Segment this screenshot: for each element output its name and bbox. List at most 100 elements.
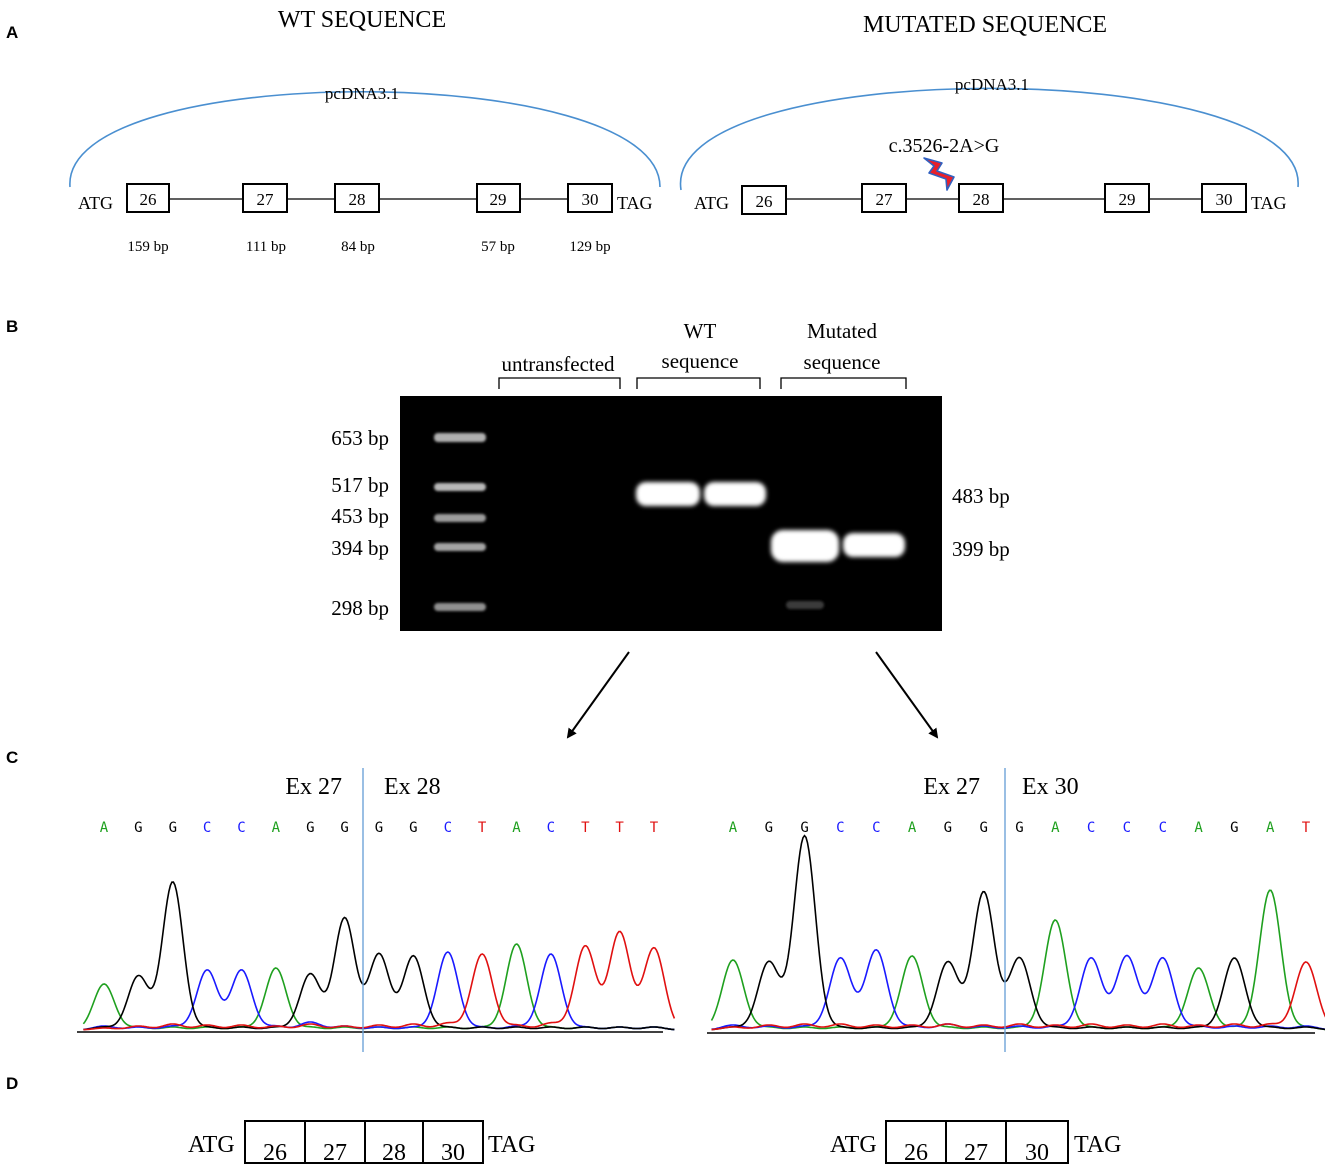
wt-transcript-stop-codon: TAG [488, 1132, 535, 1158]
base-call: C [1159, 820, 1167, 836]
wt-left-exon-label: Ex 27 [285, 774, 342, 800]
svg-text:29: 29 [1119, 190, 1136, 209]
base-call: A [512, 820, 521, 836]
bracket-mut [780, 377, 907, 389]
base-call: A [908, 820, 917, 836]
wt-bands [636, 482, 766, 506]
wt-exon-26: 26 [126, 183, 170, 213]
svg-text:28: 28 [382, 1140, 406, 1166]
svg-text:29: 29 [490, 190, 507, 209]
svg-text:30: 30 [1216, 190, 1233, 209]
ladder-label-453: 453 bp [331, 504, 389, 528]
svg-text:27: 27 [257, 190, 275, 209]
group-wt-label-1: WT [684, 319, 717, 343]
base-call: T [650, 820, 659, 836]
base-call: A [272, 820, 281, 836]
wt-transcript-exon-30: 30 [422, 1120, 484, 1166]
down-arrow-icon-right [875, 651, 939, 739]
exon-size-30: 129 bp [569, 239, 610, 255]
wt-transcript-exon-28: 28 [364, 1120, 424, 1166]
base-call: G [306, 820, 314, 836]
panel-a: WT SEQUENCE MUTATED SEQUENCE pcDNA3.1 AT… [69, 7, 1299, 255]
svg-text:28: 28 [349, 190, 366, 209]
mut-exon-26: 26 [741, 185, 787, 215]
base-call: C [1087, 820, 1095, 836]
base-call: A [1266, 820, 1275, 836]
mut-vector-label: pcDNA3.1 [955, 75, 1029, 94]
exon-size-29: 57 bp [481, 239, 515, 255]
base-call: G [800, 820, 808, 836]
panel-label-b: B [6, 317, 18, 336]
gel-image [400, 396, 942, 631]
panel-label-d: D [6, 1074, 18, 1093]
base-call: T [615, 820, 624, 836]
base-call: G [134, 820, 142, 836]
panel-label-c: C [6, 748, 18, 767]
base-call: G [765, 820, 773, 836]
ladder-label-394: 394 bp [331, 536, 389, 560]
trace-t [711, 961, 1325, 1031]
group-mut-label-1: Mutated [807, 319, 877, 343]
base-call: G [979, 820, 987, 836]
bracket-untransfected [498, 377, 621, 389]
svg-text:26: 26 [756, 192, 773, 211]
base-call: C [872, 820, 880, 836]
base-call: A [1194, 820, 1203, 836]
mut-transcript-exon-27: 27 [945, 1120, 1007, 1166]
svg-text:26: 26 [140, 190, 157, 209]
trace-g [711, 834, 1325, 1031]
base-call: G [1015, 820, 1023, 836]
mut-transcript-start-codon: ATG [830, 1132, 877, 1158]
mut-title: MUTATED SEQUENCE [863, 12, 1107, 38]
exon-size-26: 159 bp [127, 239, 168, 255]
mut-exon-28: 28 [958, 183, 1004, 213]
mut-exon-27: 27 [861, 183, 907, 213]
mut-right-exon-label: Ex 30 [1022, 774, 1079, 800]
svg-text:30: 30 [1025, 1140, 1049, 1166]
mut-traces [710, 834, 1325, 1031]
down-arrow-icon-left [566, 651, 630, 739]
wt-exon-28: 28 [334, 183, 380, 213]
band-label-483: 483 bp [952, 484, 1010, 508]
wt-vector-label: pcDNA3.1 [325, 84, 399, 103]
trace-g [83, 881, 675, 1031]
base-call: C [203, 820, 211, 836]
wt-construct: pcDNA3.1 ATG 26 27 28 29 [69, 84, 661, 255]
mut-transcript-exon-26: 26 [885, 1120, 947, 1166]
mut-transcript: ATG 26 27 30 TAG [830, 1120, 1121, 1166]
mut-exon-30: 30 [1201, 183, 1247, 213]
svg-text:27: 27 [964, 1140, 988, 1166]
mut-transcript-stop-codon: TAG [1074, 1132, 1121, 1158]
base-call: C [1123, 820, 1131, 836]
base-call: G [375, 820, 383, 836]
base-call: A [1051, 820, 1060, 836]
base-call: G [340, 820, 348, 836]
ladder-label-517: 517 bp [331, 473, 389, 497]
svg-text:27: 27 [876, 190, 894, 209]
wt-exon-29: 29 [476, 183, 521, 213]
mut-bands [771, 530, 905, 609]
band-label-399: 399 bp [952, 537, 1010, 561]
wt-transcript: ATG 26 27 28 30 TAG [188, 1120, 535, 1166]
svg-text:26: 26 [904, 1140, 928, 1166]
svg-text:30: 30 [582, 190, 599, 209]
group-wt-label-2: sequence [662, 349, 739, 373]
base-call: T [478, 820, 487, 836]
mutation-label: c.3526-2A>G [889, 135, 1000, 157]
trace-a [710, 889, 1325, 1031]
mut-start-codon: ATG [694, 193, 729, 213]
panel-label-a: A [6, 23, 18, 42]
base-call: T [581, 820, 590, 836]
trace-a [82, 943, 675, 1031]
mut-vector-arc [680, 87, 1299, 191]
panel-b: untransfected WT sequence Mutated sequen… [331, 319, 1010, 739]
base-call: C [444, 820, 452, 836]
exon-size-28: 84 bp [341, 239, 375, 255]
base-call: C [237, 820, 245, 836]
ladder-lane [434, 433, 486, 611]
